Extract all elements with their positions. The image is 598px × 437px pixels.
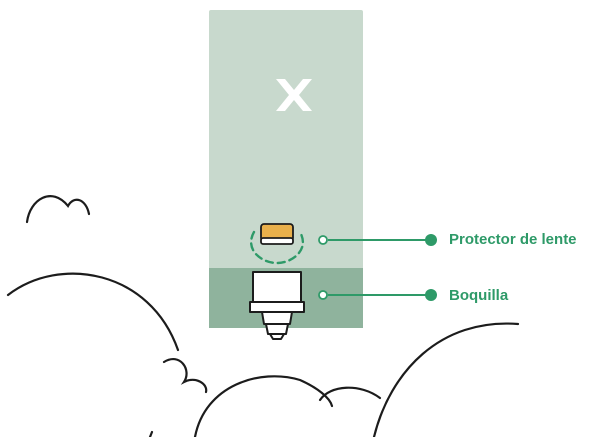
callout-nozzle-dot: [425, 289, 437, 301]
cloud-right: [372, 322, 520, 437]
nozzle-tip: [265, 323, 289, 335]
callout-nozzle-leader: [318, 289, 437, 301]
clouds: [6, 195, 520, 437]
nozzle-neck: [261, 311, 293, 325]
cloud-left-bump: [162, 358, 208, 394]
nozzle-flange: [249, 301, 305, 313]
callout-lens-dot: [425, 234, 437, 246]
machine-panel: [209, 10, 363, 328]
cloud-stub: [148, 430, 154, 437]
lens-cap-base: [260, 237, 294, 245]
x-logo-icon: [276, 79, 312, 111]
cloud-middle-small: [318, 386, 382, 402]
callout-lens-anchor: [318, 235, 328, 245]
callout-label-nozzle: Boquilla: [449, 287, 509, 304]
callout-label-lens-protector: Protector de lente: [449, 231, 577, 248]
nozzle-icon: [249, 271, 305, 340]
cloud-middle: [193, 375, 334, 437]
callout-lens-leader: [318, 234, 437, 246]
lens-highlight-arc: [250, 230, 304, 265]
callout-nozzle-anchor: [318, 290, 328, 300]
cloud-left: [6, 272, 180, 352]
nozzle-point: [269, 333, 285, 340]
lens-protector-icon: [250, 223, 304, 265]
small-cloud: [25, 195, 91, 224]
